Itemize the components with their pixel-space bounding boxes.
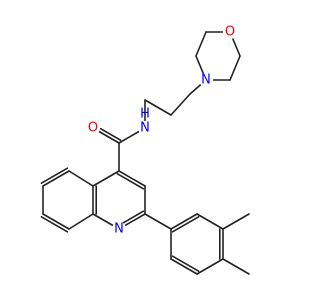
bond-C4-C3q bbox=[118, 170, 146, 187]
bond-C7-C8 bbox=[42, 213, 70, 230]
atom-label-Nq: N bbox=[114, 222, 124, 237]
bond-P3-Me3 bbox=[222, 213, 250, 230]
atom-label-Oc: O bbox=[88, 121, 98, 136]
bond-C4a-C4 bbox=[92, 170, 120, 187]
bond-C5-C6 bbox=[40, 167, 69, 185]
bond-C2-C3 bbox=[144, 99, 172, 116]
atom-label-N1: N bbox=[201, 73, 211, 88]
bond-O-Ma bbox=[231, 37, 241, 57]
bond-C4a-C5 bbox=[68, 170, 94, 187]
bond-N1-C1 bbox=[189, 83, 202, 95]
bond-Cam-Oc bbox=[98, 130, 120, 144]
atom-label-O: O bbox=[225, 25, 235, 40]
bond-Ma-Mb bbox=[229, 55, 241, 81]
bond-Md-Mc bbox=[195, 31, 207, 57]
bond-Nq-C8a bbox=[92, 213, 114, 227]
bond-P4-P5 bbox=[196, 258, 224, 275]
atom-bg-N1 bbox=[199, 73, 213, 87]
atom-bg-Oc bbox=[86, 121, 100, 135]
atom-bg-O bbox=[223, 25, 237, 39]
atom-label-NH: H bbox=[140, 107, 150, 122]
bonds bbox=[40, 31, 250, 275]
bond-C2q-Nq bbox=[122, 210, 145, 224]
bond-P1-P2 bbox=[170, 213, 198, 230]
atom-bg-NA bbox=[138, 121, 152, 135]
bond-C1-C2 bbox=[170, 93, 191, 116]
bond-P5-P6 bbox=[170, 258, 198, 275]
bond-P1-P2 bbox=[171, 215, 200, 233]
bond-C8-C8a bbox=[68, 213, 94, 230]
bond-N1-Md bbox=[195, 55, 205, 75]
bond-C5-C6 bbox=[42, 170, 70, 187]
bond-P4-Me4 bbox=[222, 258, 250, 275]
bond-C4-C3q bbox=[116, 172, 145, 190]
bond-NA-Cam bbox=[118, 130, 140, 144]
bond-Cam-Oc bbox=[99, 127, 122, 142]
bond-C7-C8 bbox=[40, 215, 69, 233]
atom-bg-Nq bbox=[112, 222, 126, 236]
bond-P5-P6 bbox=[171, 255, 200, 273]
bond-P2-P3 bbox=[196, 213, 224, 230]
bond-C2q-P1 bbox=[144, 213, 172, 230]
bond-C2q-Nq bbox=[124, 213, 146, 227]
atom-label-NA: N bbox=[140, 121, 150, 136]
